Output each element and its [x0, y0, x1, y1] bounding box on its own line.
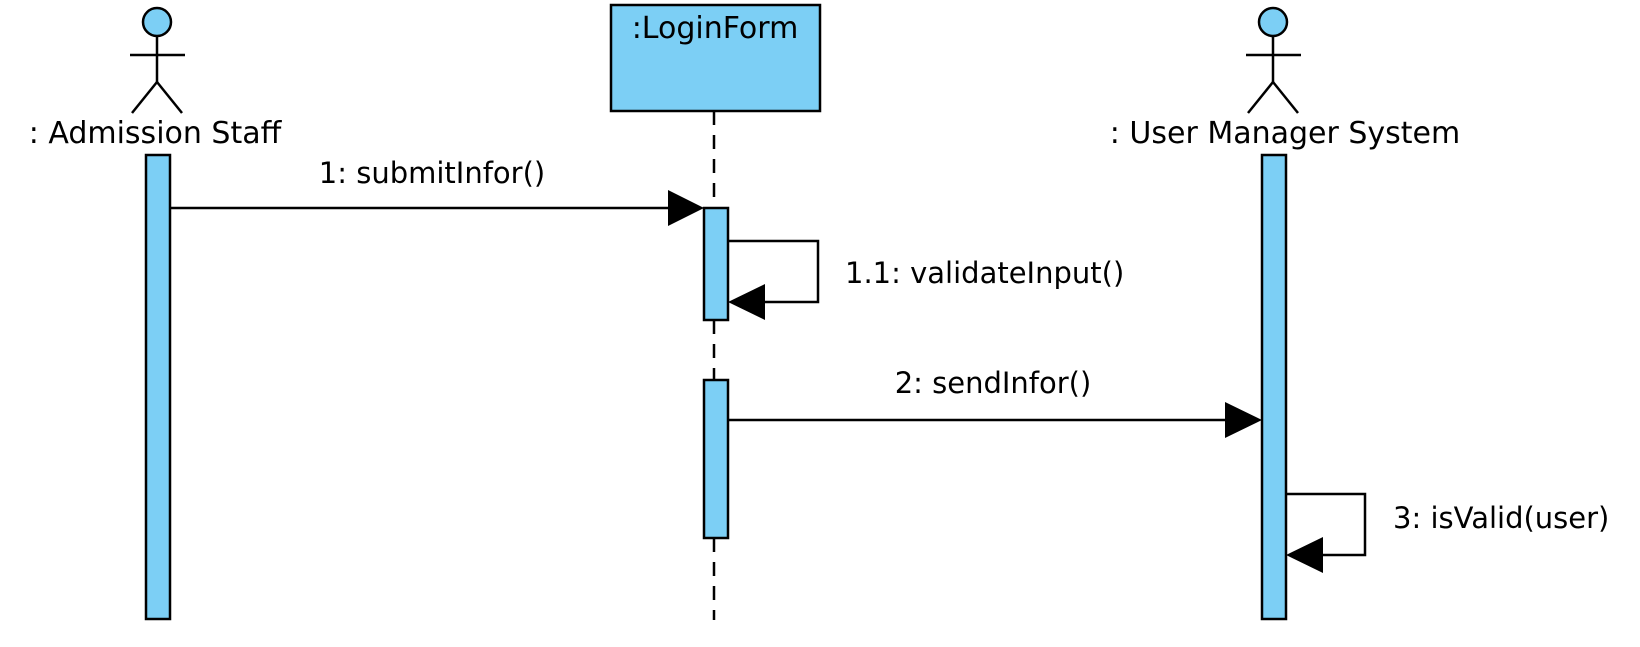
arrowhead-icon — [1225, 402, 1262, 438]
message-label: 3: isValid(user) — [1393, 501, 1609, 535]
message-label: 1: submitInfor() — [319, 156, 545, 190]
participant-label: : User Manager System — [1110, 116, 1460, 151]
message-send-infor[interactable]: 2: sendInfor() — [728, 366, 1262, 438]
arrowhead-icon — [728, 284, 765, 320]
message-label: 1.1: validateInput() — [845, 256, 1124, 290]
actor-icon — [130, 6, 185, 114]
message-line — [728, 239, 820, 304]
message-is-valid[interactable]: 3: isValid(user) — [1286, 492, 1609, 573]
activation-bar-login-form-1 — [702, 206, 730, 322]
message-validate-input[interactable]: 1.1: validateInput() — [728, 239, 1124, 320]
activation-bar-admission-staff — [144, 153, 172, 621]
participant-admission-staff[interactable]: : Admission Staff — [29, 6, 283, 151]
message-line — [1286, 492, 1367, 557]
activation-bar-login-form-2 — [702, 378, 730, 540]
participant-login-form[interactable]: :LoginForm — [609, 3, 822, 113]
actor-icon — [1246, 6, 1301, 114]
message-submit-infor[interactable]: 1: submitInfor() — [170, 156, 704, 226]
participant-label: :LoginForm — [632, 11, 799, 46]
message-label: 2: sendInfor() — [895, 366, 1092, 400]
arrowhead-icon — [1286, 537, 1323, 573]
arrowhead-icon — [668, 190, 704, 226]
object-box — [609, 3, 822, 113]
participant-label: : Admission Staff — [29, 116, 283, 151]
activation-bar-user-manager-system — [1260, 153, 1288, 621]
participant-user-manager-system[interactable]: : User Manager System — [1110, 6, 1460, 151]
